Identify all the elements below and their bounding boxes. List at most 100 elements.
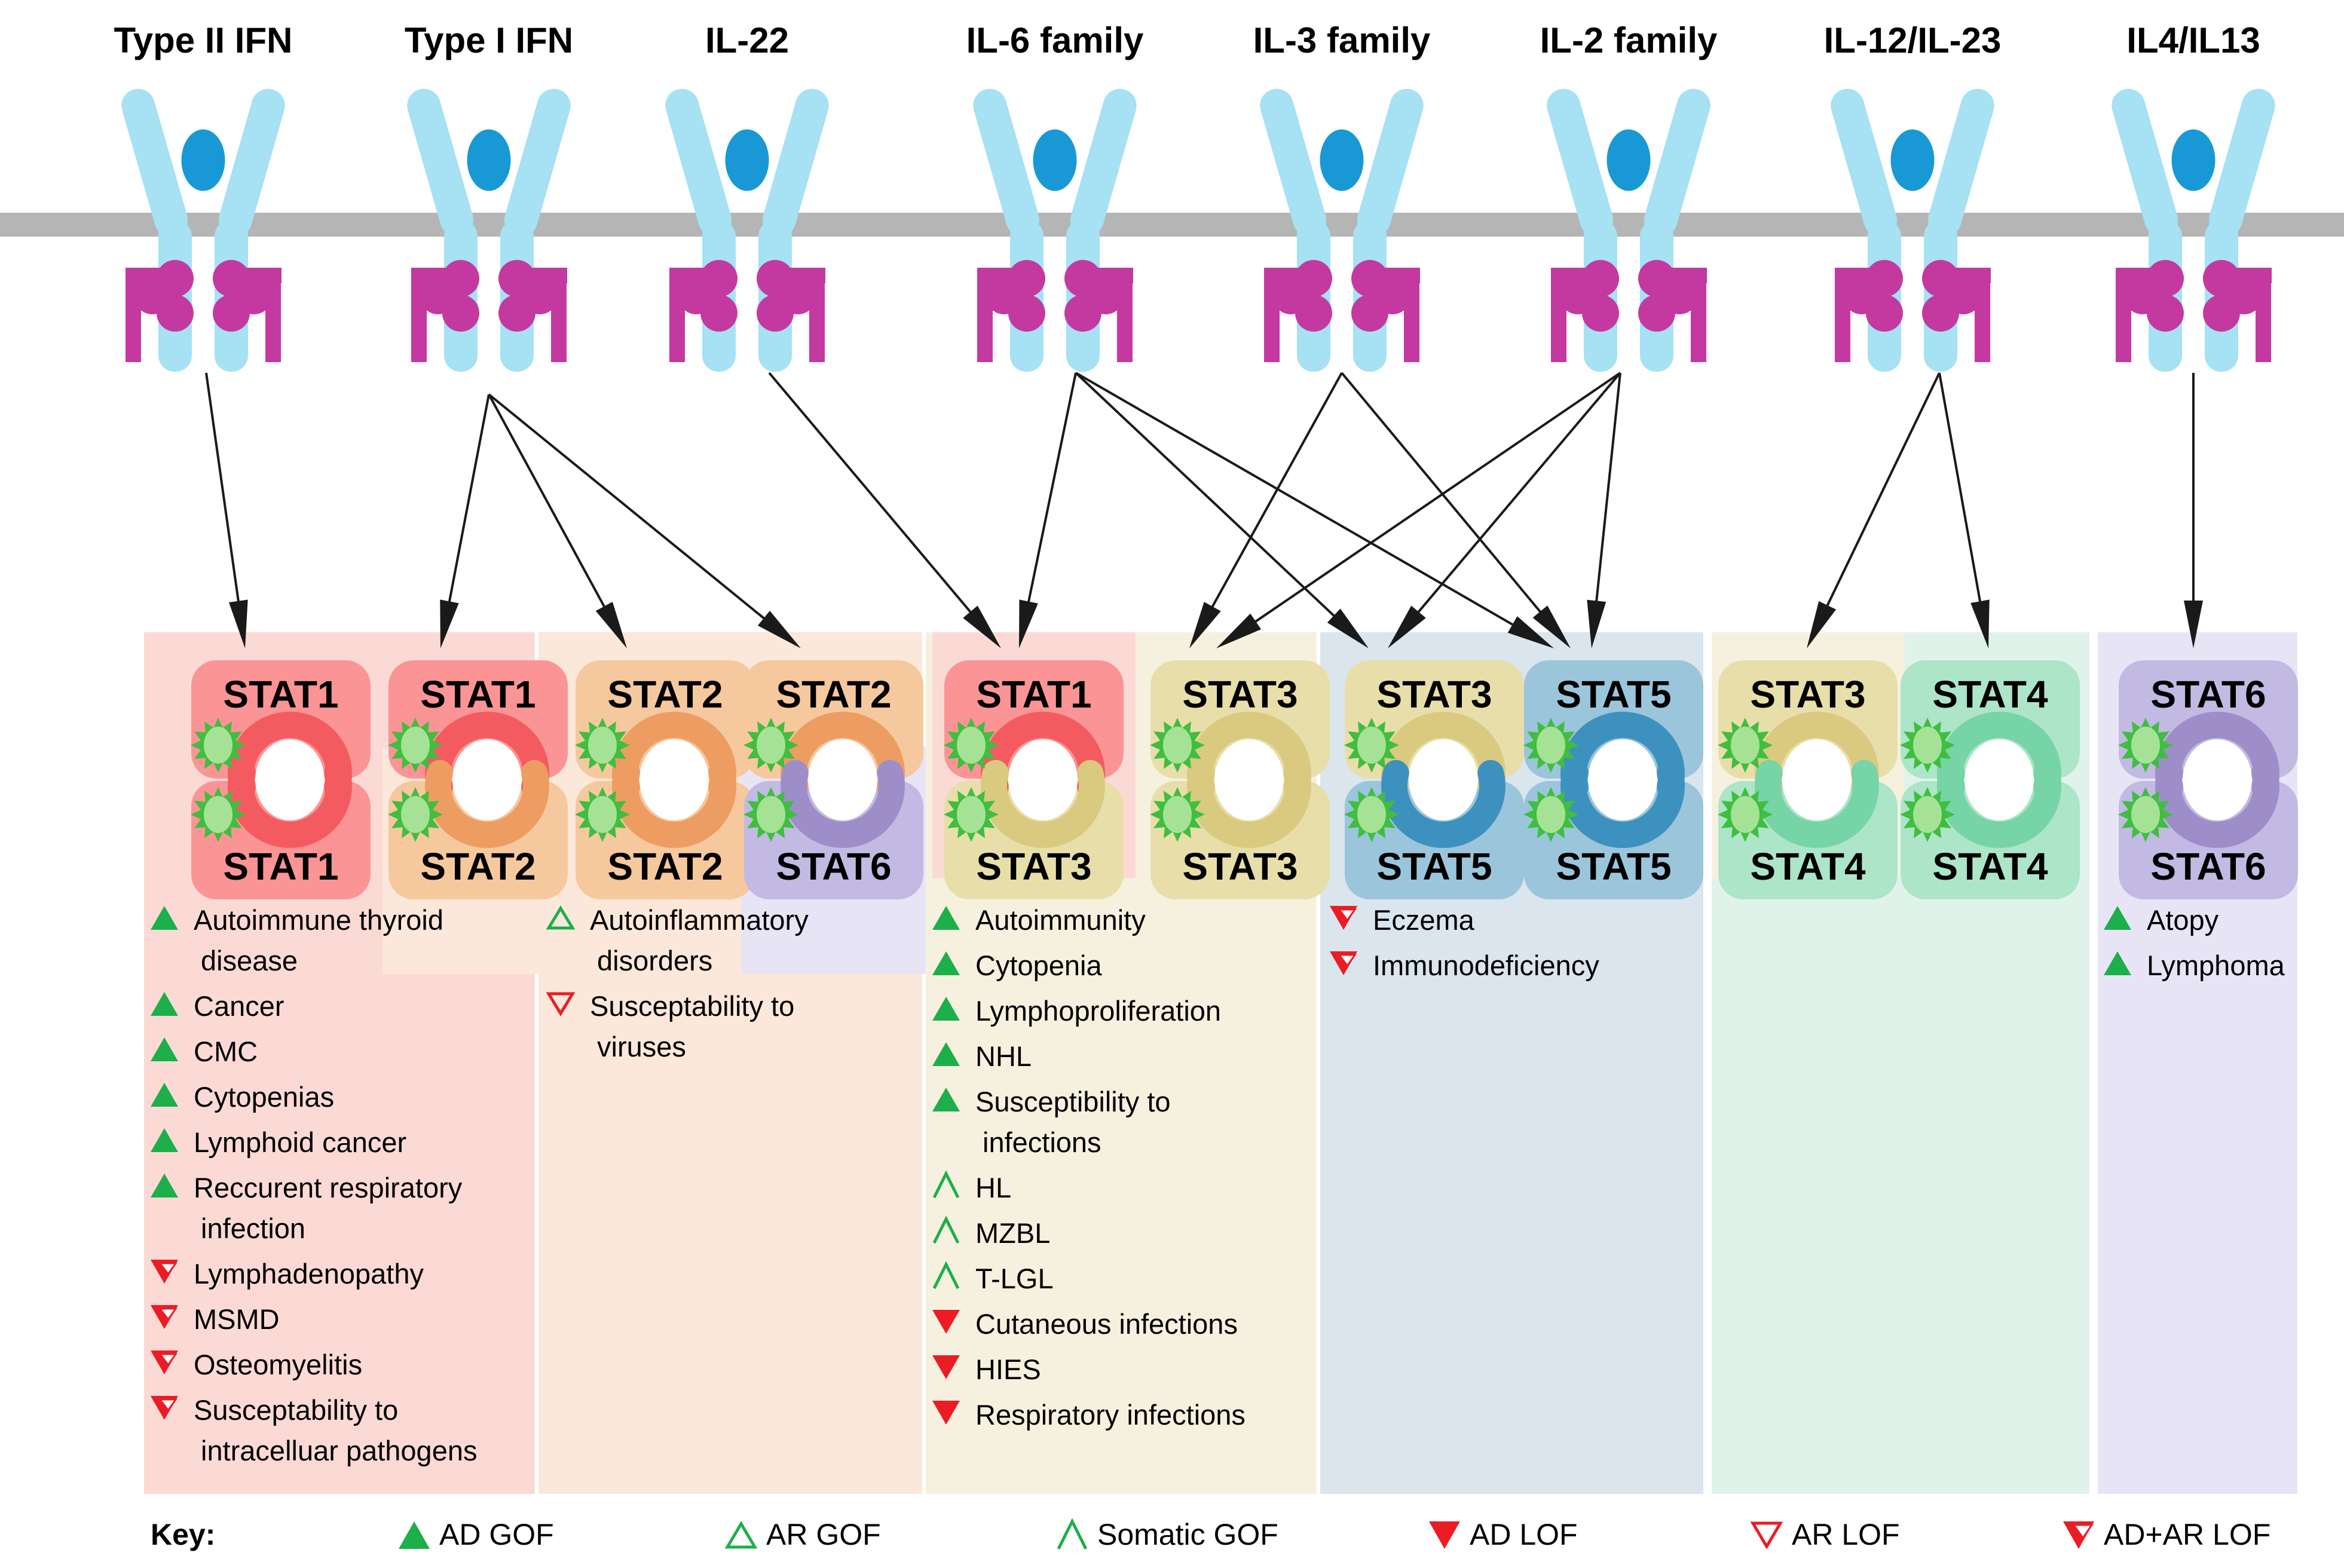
list-item: Lymphoma	[2104, 950, 2285, 981]
adar_lof-icon	[151, 1396, 178, 1420]
key-entry-ar_lof: AR LOF	[1750, 1518, 1900, 1551]
jak-kinase-icon	[757, 260, 825, 362]
jak-stem	[1117, 268, 1133, 362]
receptor-type-ii-ifn: Type II IFN	[114, 20, 292, 372]
cytokine-ligand-icon	[1029, 125, 1081, 195]
arrowhead-icon	[1587, 599, 1606, 648]
arrow-type-ii-ifn-to-dimer-0	[205, 372, 248, 648]
phospho-star-core	[957, 796, 986, 833]
ad_gof-icon	[151, 1083, 178, 1107]
list-item-text: CMC	[194, 1036, 258, 1067]
triangle-up-filled	[932, 997, 960, 1021]
ad_lof-icon	[932, 1355, 960, 1379]
jak-lobe	[2124, 277, 2161, 314]
list-item-text: Autoinflammatory	[590, 904, 809, 936]
receptor-arm-right	[1070, 88, 1137, 237]
arrow-il-22-to-dimer-4	[768, 372, 1001, 648]
phospho-star-core	[1913, 727, 1942, 764]
phospho-star-core	[757, 727, 785, 764]
adar_lof-icon	[151, 1260, 178, 1284]
stat-arm-top	[228, 711, 352, 800]
stat-label-top: STAT4	[1932, 673, 2048, 716]
list-item: Cutaneous infections	[932, 1308, 1238, 1340]
triangle-up-filled	[151, 992, 178, 1016]
chevron-up	[932, 1261, 960, 1290]
jak-kinase-icon	[498, 260, 567, 362]
jak-kinase-icon	[1835, 260, 1903, 362]
stat-label-bottom: STAT1	[223, 845, 338, 888]
ar_gof-icon	[724, 1521, 758, 1549]
stat-label-top: STAT1	[223, 673, 338, 716]
list-item-text: disorders	[597, 945, 712, 976]
jak-stem	[809, 268, 825, 362]
list-item-text: HL	[975, 1172, 1011, 1203]
arrow-il4-il13-to-dimer-10	[2184, 373, 2203, 648]
receptor-arm-left	[973, 88, 1040, 237]
receptor-arm-left	[665, 88, 732, 237]
list-item-text: Susceptability to	[194, 1394, 398, 1426]
cell-membrane	[0, 213, 2344, 237]
receptor-type-i-ifn: Type I IFN	[405, 20, 573, 372]
dimer-central-hole	[639, 739, 709, 820]
list-item: Respiratory infections	[932, 1399, 1246, 1431]
arrowhead-icon	[1507, 616, 1554, 648]
list-item-text: MZBL	[975, 1217, 1050, 1249]
arrow-line	[1341, 372, 1547, 619]
stat-label-top: STAT3	[1376, 673, 1492, 716]
receptor-arm-right	[2208, 88, 2275, 237]
list-item-text: Eczema	[1373, 904, 1475, 936]
triangle-down-filled	[932, 1310, 960, 1334]
jak-lobe	[2226, 277, 2263, 314]
receptor-label: IL4/IL13	[2126, 20, 2260, 60]
stat-label-top: STAT3	[1182, 673, 1298, 716]
list-item: HL	[932, 1170, 1011, 1203]
dimer-central-hole	[255, 739, 325, 820]
list-item: Lymphoproliferation	[932, 995, 1221, 1027]
cytokine-ligand-icon	[1315, 125, 1368, 195]
cytokine-ligand-icon	[1886, 125, 1939, 195]
jak-stem	[551, 268, 567, 362]
triangle-up-filled	[932, 1088, 960, 1111]
jak-lobe	[678, 277, 715, 314]
receptor-il-12-il-23: IL-12/IL-23	[1824, 20, 2001, 372]
jak-stem	[669, 268, 685, 362]
stat-arm-bottom	[1560, 760, 1685, 849]
somatic_gof-icon	[932, 1215, 960, 1244]
arrowhead-icon	[963, 605, 1001, 648]
ad_gof-icon	[399, 1521, 430, 1549]
list-item: Osteomyelitis	[151, 1349, 362, 1380]
jak-lobe	[134, 277, 171, 314]
receptor-il-3-family: IL-3 family	[1253, 20, 1431, 372]
list-item: Autoinflammatory disorders	[546, 904, 809, 976]
key-entry-ar_gof: AR GOF	[724, 1518, 881, 1551]
arrow-line	[488, 393, 772, 624]
triangle-down-inner-white	[158, 1353, 178, 1367]
triangle-up-filled	[151, 906, 178, 930]
key-entry-label: AR GOF	[766, 1518, 881, 1551]
jak-stem	[2116, 268, 2131, 362]
key-entry-label: AD LOF	[1470, 1518, 1578, 1551]
phospho-star-core	[204, 796, 232, 833]
chevron-up	[932, 1170, 960, 1199]
phospho-star-core	[1163, 727, 1192, 764]
cytokine-ligand-icon	[2167, 125, 2220, 195]
cytokine-ligand-icon	[463, 125, 515, 195]
arrow-type-i-ifn-to-dimer-1	[440, 394, 490, 648]
arrow-line	[1594, 372, 1621, 610]
arrowhead-icon	[757, 611, 801, 648]
stat-arm-top	[1560, 711, 1685, 800]
phospho-star-core	[401, 727, 430, 764]
list-item: MZBL	[932, 1215, 1050, 1249]
arrow-line	[1412, 372, 1621, 619]
triangle-down-filled	[932, 1355, 960, 1379]
ar_lof-icon	[546, 992, 576, 1016]
jak-lobe	[1843, 277, 1880, 314]
list-item-text: HIES	[975, 1353, 1041, 1385]
list-item-text: infection	[201, 1212, 305, 1244]
receptor-arm-left	[2112, 88, 2178, 237]
key-entry-label: AD GOF	[439, 1518, 554, 1551]
list-item: HIES	[932, 1353, 1041, 1385]
